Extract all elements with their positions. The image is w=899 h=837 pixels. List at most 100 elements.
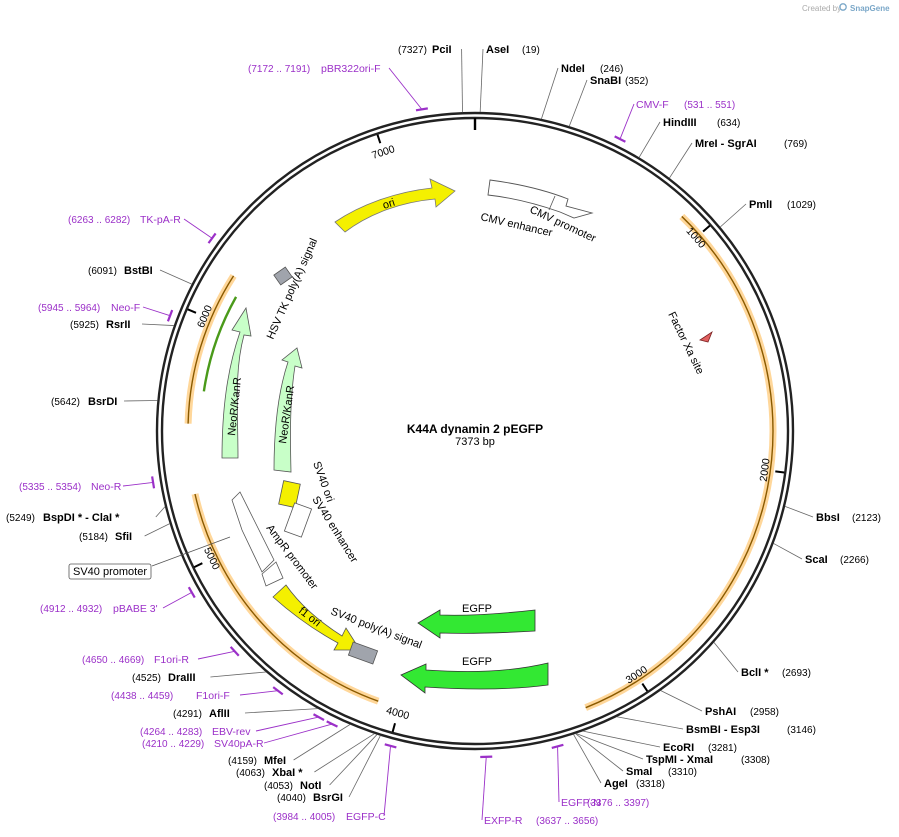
sv40-enhancer-label: SV40 enhancer	[309, 494, 360, 565]
site-name[interactable]: TspMI - XmaI	[646, 754, 713, 766]
snapgene-logo-icon	[839, 3, 847, 11]
ori-label: ori	[381, 197, 396, 212]
site-name[interactable]: SfiI	[115, 531, 132, 543]
site-name[interactable]: AflII	[209, 708, 230, 720]
site-name[interactable]: HindIII	[663, 117, 697, 129]
site-position: (2123)	[852, 513, 881, 524]
site-name[interactable]: ScaI	[805, 554, 828, 566]
f1-ori-feature[interactable]	[272, 584, 361, 651]
primer-name[interactable]: pBR322ori-F	[321, 63, 381, 75]
neo-inner-orf-arc[interactable]	[202, 296, 238, 392]
site-name[interactable]: AgeI	[604, 778, 628, 790]
cmv-enhancer-promoter-feature[interactable]	[487, 179, 594, 219]
primer-name[interactable]: EXFP-R	[484, 815, 523, 827]
site-leader-line	[784, 505, 814, 518]
site-name[interactable]: BbsI	[816, 512, 840, 524]
factor-xa-label: Factor Xa site	[665, 310, 706, 376]
site-name[interactable]: PciI	[432, 44, 452, 56]
primer-name[interactable]: EBV-rev	[212, 726, 251, 738]
ampr-promoter-feature[interactable]	[231, 491, 275, 573]
plasmid-length: 7373 bp	[455, 436, 495, 448]
sv40-promoter-label: SV40 promoter	[73, 566, 147, 578]
sv40-ori-feature[interactable]	[278, 480, 301, 509]
site-name[interactable]: DraIII	[168, 672, 196, 684]
site-name[interactable]: BspDI * - ClaI *	[43, 512, 120, 524]
site-leader-line	[329, 734, 378, 786]
primer-range: (5945 .. 5964)	[38, 303, 100, 314]
primer-range: (4650 .. 4669)	[82, 655, 144, 666]
sv40-enhancer-feature[interactable]	[283, 502, 313, 538]
site-position: (2958)	[750, 707, 779, 718]
primer-mark[interactable]	[272, 686, 284, 696]
primer-name[interactable]: SV40pA-R	[214, 738, 264, 750]
neo-orf-arc[interactable]	[187, 275, 235, 424]
secondary-orf-arc[interactable]	[194, 493, 379, 702]
site-leader-line	[719, 203, 747, 228]
site-name[interactable]: SmaI	[626, 766, 652, 778]
neor-kanr-outer-feature[interactable]	[221, 306, 252, 459]
site-position: (5249)	[6, 513, 35, 524]
site-name[interactable]: EcoRI	[663, 742, 694, 754]
neor-kanr-inner-feature[interactable]	[273, 347, 303, 473]
primer-name[interactable]: Neo-F	[111, 302, 140, 314]
site-name[interactable]: SnaBI	[590, 75, 621, 87]
site-name[interactable]: BclI *	[741, 667, 769, 679]
site-position: (352)	[625, 76, 648, 87]
created-by-text: Created by	[802, 4, 841, 13]
site-name[interactable]: BsrDI	[88, 396, 117, 408]
site-position: (3281)	[708, 743, 737, 754]
primer-mark[interactable]	[415, 107, 428, 112]
ori-feature[interactable]	[334, 178, 456, 233]
primer-range: (3637 .. 3656)	[536, 816, 598, 827]
sv40-promoter-leader	[151, 536, 231, 567]
site-name[interactable]: PshAI	[705, 706, 736, 718]
ruler-tick	[641, 683, 649, 692]
primer-name[interactable]: CMV-F	[636, 99, 669, 111]
ruler-tick-label: 5000	[201, 546, 222, 572]
site-leader-line	[660, 690, 703, 712]
site-name[interactable]: BstBI	[124, 265, 153, 277]
snapgene-brand: SnapGene	[850, 4, 890, 13]
site-name[interactable]: NotI	[300, 780, 321, 792]
site-name[interactable]: PmlI	[749, 199, 772, 211]
site-name[interactable]: RsrII	[106, 319, 130, 331]
site-name[interactable]: BsmBI - Esp3I	[686, 724, 760, 736]
factor-xa-site-feature[interactable]	[699, 330, 713, 343]
egfp-feature-1[interactable]	[417, 609, 536, 639]
primer-name[interactable]: EGFP-N	[561, 797, 601, 809]
site-name[interactable]: AseI	[486, 44, 509, 56]
site-leader-line	[293, 724, 351, 761]
restriction-sites: PciI(7327)AseI(19)NdeI(246)SnaBI(352)Hin…	[6, 44, 881, 804]
primer-range: (4210 .. 4229)	[142, 739, 204, 750]
primer-name[interactable]: TK-pA-R	[140, 214, 181, 226]
plasmid-title: K44A dynamin 2 pEGFP	[407, 422, 543, 436]
primer-leader-line	[557, 746, 560, 803]
egfp-label-2: EGFP	[462, 656, 492, 668]
primer-name[interactable]: EGFP-C	[346, 811, 386, 823]
site-name[interactable]: MreI - SgrAI	[695, 138, 757, 150]
site-name[interactable]: MfeI	[264, 755, 286, 767]
primer-name[interactable]: Neo-R	[91, 481, 122, 493]
site-position: (7327)	[398, 45, 427, 56]
primer-name[interactable]: pBABE 3'	[113, 603, 158, 615]
main-orf-arc[interactable]	[585, 215, 774, 709]
site-leader-line	[155, 506, 166, 518]
egfp-feature-2[interactable]	[400, 662, 549, 694]
primer-range: (6263 .. 6282)	[68, 215, 130, 226]
site-name[interactable]: NdeI	[561, 63, 585, 75]
primer-range: (4912 .. 4932)	[40, 604, 102, 615]
ruler-tick	[376, 134, 382, 144]
site-position: (3318)	[636, 779, 665, 790]
ruler-tick	[187, 308, 197, 314]
site-position: (2266)	[840, 555, 869, 566]
site-position: (769)	[784, 139, 807, 150]
ampr-promoter-arrowhead	[261, 561, 284, 587]
site-leader-line	[575, 733, 644, 760]
site-name[interactable]: BsrGI	[313, 792, 343, 804]
primer-name[interactable]: F1ori-F	[196, 690, 230, 702]
primer-leader-line	[255, 716, 319, 732]
primer-name[interactable]: F1ori-R	[154, 654, 189, 666]
site-name[interactable]: XbaI *	[272, 767, 303, 779]
hsv-tk-polya-feature[interactable]	[273, 266, 293, 286]
sv40-polya-feature[interactable]	[347, 641, 379, 665]
